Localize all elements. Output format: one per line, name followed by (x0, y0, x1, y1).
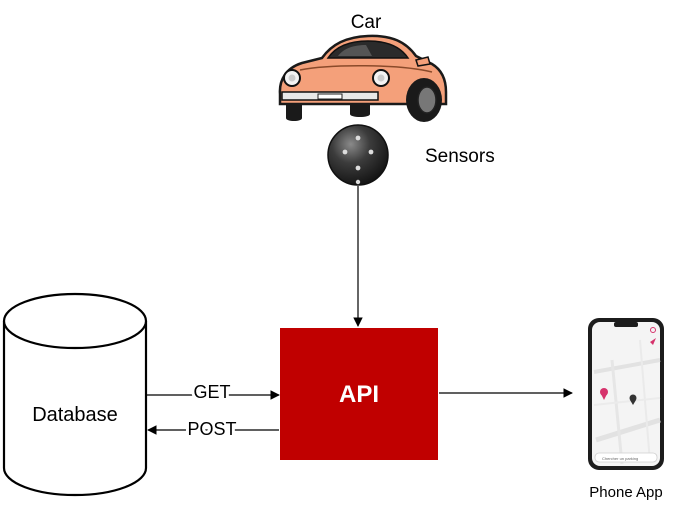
car-label: Car (351, 12, 382, 33)
database-node (2, 292, 148, 497)
sensor-image (327, 124, 389, 186)
car-image (278, 34, 448, 122)
post-label: POST (187, 419, 236, 439)
phone-search-bar (594, 452, 658, 463)
api-label: API (339, 381, 379, 408)
navigation-arrow-icon (650, 338, 656, 345)
api-node (280, 328, 438, 460)
get-label: GET (193, 382, 230, 402)
phone-search-placeholder: Chercher un parking (602, 456, 638, 461)
phone-app-label: Phone App (589, 484, 662, 501)
database-label: Database (32, 404, 118, 426)
sensors-label: Sensors (425, 146, 495, 167)
phone-image: Chercher un parking (588, 318, 664, 470)
map-pin-icon (629, 394, 637, 402)
